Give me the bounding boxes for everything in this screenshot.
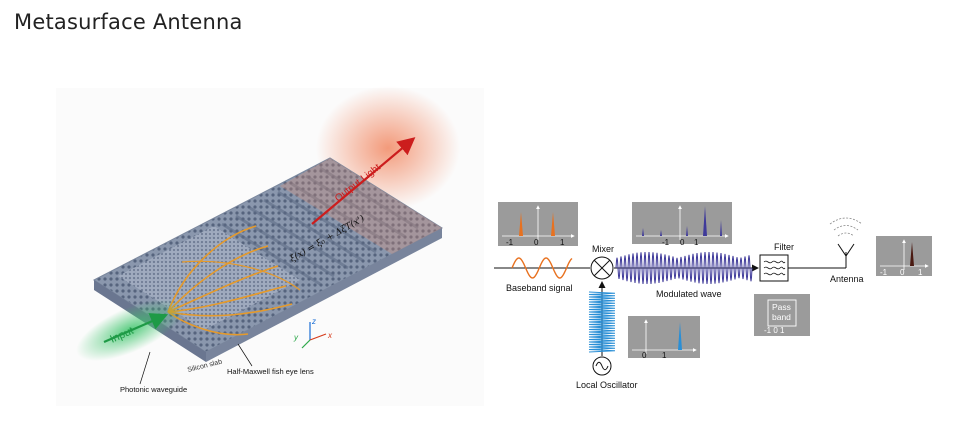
grating-glow xyxy=(280,158,442,254)
modulated-tick-1: 1 xyxy=(694,238,699,247)
passband-label-line1: Pass xyxy=(772,302,791,312)
axis-x-label: x xyxy=(327,331,333,340)
slide-title: Metasurface Antenna xyxy=(14,10,243,34)
coordinate-axes: z x y xyxy=(293,317,333,349)
input-arrow xyxy=(103,313,169,344)
waveguide-label: Photonic waveguide xyxy=(120,385,187,394)
antenna-tick-0: 0 xyxy=(900,268,905,277)
mixer-label: Mixer xyxy=(592,244,614,254)
modulated-waveform xyxy=(615,251,753,285)
waveguide-pointer xyxy=(139,351,151,385)
baseband-tick-0: 0 xyxy=(534,238,539,247)
lo-tick-0: 0 xyxy=(642,351,647,360)
baseband-tick-neg1: -1 xyxy=(506,238,514,247)
mixer-symbol xyxy=(590,256,614,280)
lens-label: Half-Maxwell fish eye lens xyxy=(227,367,314,376)
lo-source-symbol xyxy=(592,356,612,376)
baseband-waveform xyxy=(511,257,573,279)
antenna-peak xyxy=(910,242,914,266)
antenna-tick-1: 1 xyxy=(918,268,923,277)
lo-waveform xyxy=(588,291,616,353)
spectrum-antenna-panel: -1 0 1 xyxy=(876,236,932,277)
passband-panel: Pass band -1 0 1 xyxy=(754,294,810,336)
spectrum-baseband-panel: -1 0 1 xyxy=(498,202,578,247)
antenna-icon xyxy=(829,217,863,268)
antenna-label: Antenna xyxy=(830,274,864,284)
modulated-label: Modulated wave xyxy=(656,289,722,299)
modulation-schematic: Baseband signal Mixer Modulated wave Loc… xyxy=(494,202,932,390)
baseband-tick-1: 1 xyxy=(560,238,565,247)
passband-label-line2: band xyxy=(772,312,791,322)
baseband-peak-pos xyxy=(551,212,555,236)
filter-label: Filter xyxy=(774,242,794,252)
metasurface-illustration: Input Output Light ξ(x) = ξ₀ + ΔξT(x') z… xyxy=(56,86,484,406)
lo-label: Local Oscillator xyxy=(576,380,638,390)
baseband-label: Baseband signal xyxy=(506,283,573,293)
modulated-tick-0: 0 xyxy=(680,238,685,247)
axis-z-label: z xyxy=(311,317,316,326)
antenna-tick-neg1: -1 xyxy=(880,268,888,277)
output-arrow xyxy=(311,137,416,225)
slab-edge-side xyxy=(206,228,442,362)
axis-y-label: y xyxy=(293,333,299,342)
lo-peak xyxy=(678,322,682,350)
filter-block xyxy=(759,254,789,282)
lens-pointer xyxy=(237,343,253,367)
baseband-peak-neg xyxy=(519,212,523,236)
spectrum-modulated-panel: -1 0 1 xyxy=(632,202,732,247)
modulated-tick-neg1: -1 xyxy=(662,238,670,247)
grating-stripes xyxy=(221,166,419,286)
passband-window xyxy=(767,299,797,327)
passband-ticks: -1 0 1 xyxy=(764,326,785,335)
spectrum-lo-panel: 0 1 xyxy=(628,316,700,360)
lo-tick-1: 1 xyxy=(662,351,667,360)
